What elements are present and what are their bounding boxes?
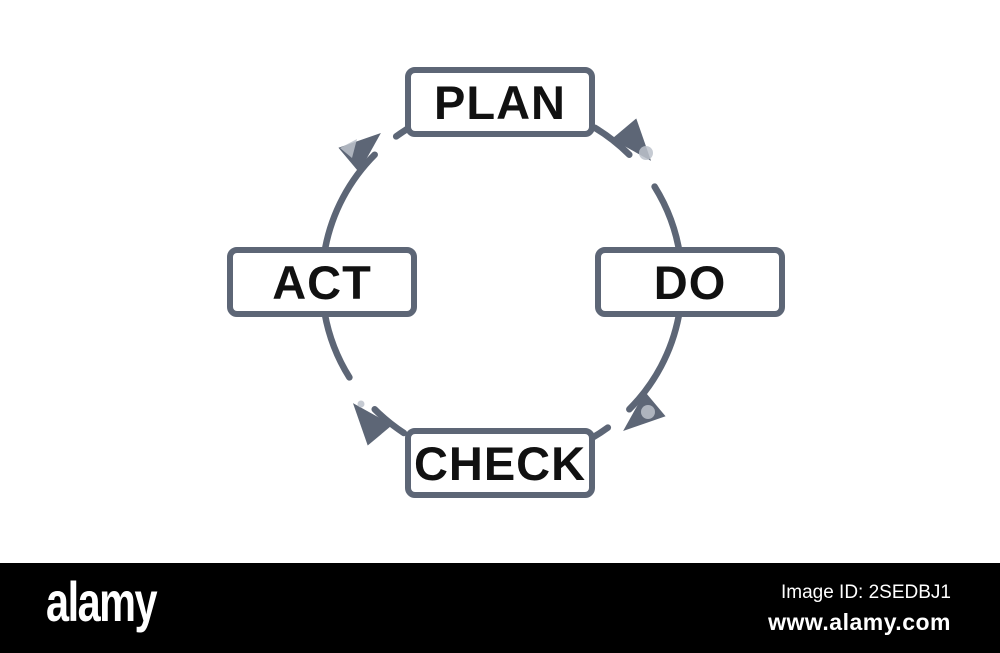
arc-do-to-check xyxy=(626,313,682,413)
arc-act-to-plan xyxy=(322,151,378,251)
node-plan-label: PLAN xyxy=(434,75,566,129)
node-plan: PLAN xyxy=(405,67,595,137)
node-do-label: DO xyxy=(653,255,727,309)
watermark-artifact xyxy=(340,139,357,158)
image-id-text: Image ID: 2SEDBJ1 xyxy=(780,582,951,603)
watermark-artifact xyxy=(639,146,653,160)
node-do: DO xyxy=(595,247,785,317)
node-act-label: ACT xyxy=(272,255,372,309)
watermark-artifact xyxy=(641,405,655,419)
watermark-bar xyxy=(0,563,1000,653)
watermark-artifact xyxy=(357,400,365,408)
node-act: ACT xyxy=(227,247,417,317)
arc-stub-into-act xyxy=(321,310,353,381)
alamy-logo: alamy xyxy=(46,570,158,633)
node-check-label: CHECK xyxy=(413,436,587,490)
alamy-website-text: www.alamy.com xyxy=(768,609,951,635)
arc-check-to-act xyxy=(371,406,408,437)
watermark-info: Image ID: 2SEDBJ1 www.alamy.com xyxy=(768,582,951,636)
node-check: CHECK xyxy=(405,428,595,498)
arrowhead-nw-icon xyxy=(338,132,381,173)
arrowhead-sw-icon xyxy=(352,403,393,446)
